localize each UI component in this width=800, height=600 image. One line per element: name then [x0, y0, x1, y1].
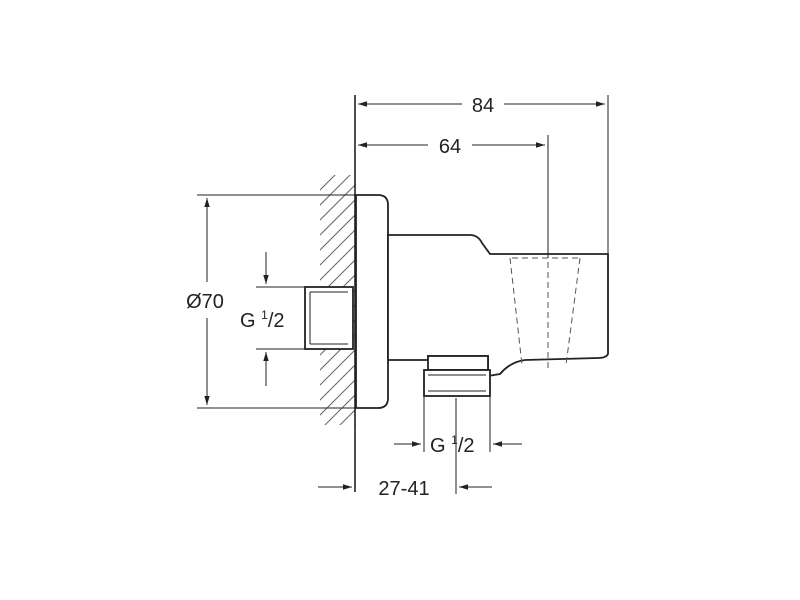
holder-hidden-lines: [509, 257, 581, 368]
dim-diameter: Ø70: [186, 194, 356, 409]
dim-diameter-label: Ø70: [186, 291, 224, 313]
dim-wall-thread: G 1/2: [240, 252, 305, 386]
dim-wall-thread-label: G 1/2: [240, 308, 285, 332]
wall-thread-nipple: [304, 286, 354, 350]
dim-holder-length: 64: [358, 135, 549, 258]
dim-overall-label: 84: [472, 95, 494, 117]
dim-wall-offset: 27-41: [318, 398, 492, 500]
dim-overall-length: 84: [358, 95, 609, 254]
dim-outlet-thread: G 1/2: [394, 396, 522, 457]
outlet-thread-nipple: [423, 355, 491, 397]
dim-wall-offset-label: 27-41: [378, 478, 429, 500]
wall-flange: [355, 194, 389, 409]
dim-outlet-thread-label: G 1/2: [430, 433, 475, 457]
holder-body: [387, 234, 609, 378]
dim-holder-label: 64: [439, 136, 461, 158]
